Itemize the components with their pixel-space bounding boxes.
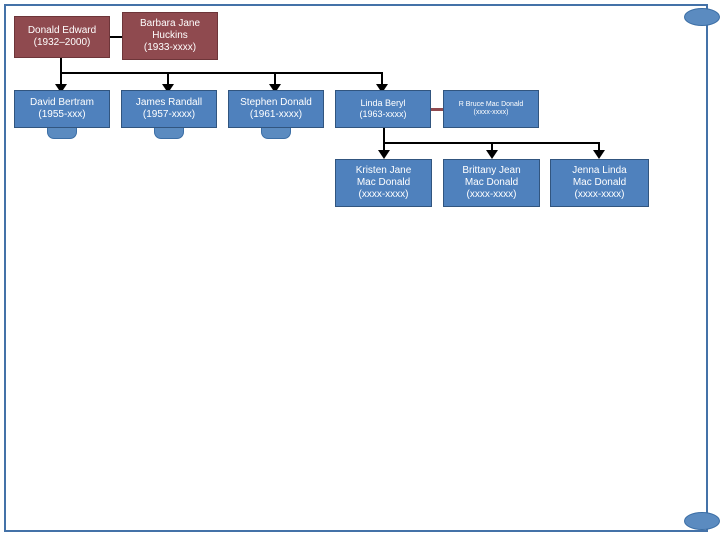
arrow-down-icon	[378, 150, 390, 159]
person-node-r-bruce-macdonald[interactable]: R Bruce Mac Donald (xxxx-xxxx)	[443, 90, 539, 128]
person-name-line1: Kristen Jane	[355, 165, 412, 177]
connector-drop-child	[598, 142, 600, 154]
ellipse-decoration-icon	[684, 512, 720, 530]
person-name-line2: Mac Donald	[356, 177, 411, 189]
node-tab-shape	[47, 128, 77, 139]
connector-sibling-bus	[60, 72, 382, 74]
connector-drop-child	[383, 142, 385, 154]
person-dates: (1961-xxxx)	[249, 109, 303, 120]
node-tab-shape	[154, 128, 184, 139]
arrow-down-icon	[55, 84, 67, 93]
arrow-down-icon	[269, 84, 281, 93]
arrow-down-icon	[162, 84, 174, 93]
person-node-barbara-jane-huckins[interactable]: Barbara Jane Huckins (1933-xxxx)	[122, 12, 218, 60]
person-name: Donald Edward	[27, 25, 97, 37]
person-node-james-randall[interactable]: James Randall (1957-xxxx)	[121, 90, 217, 128]
person-name: Linda Beryl	[360, 98, 406, 109]
arrow-down-icon	[486, 150, 498, 159]
person-dates: (xxxx-xxxx)	[473, 109, 509, 116]
person-name-line1: Barbara Jane	[139, 18, 201, 30]
arrow-down-icon	[593, 150, 605, 159]
person-name: David Bertram	[30, 97, 94, 109]
ellipse-decoration-icon	[684, 8, 720, 26]
person-node-jenna-linda-macdonald[interactable]: Jenna Linda Mac Donald (xxxx-xxxx)	[550, 159, 649, 207]
connector-drop-child	[381, 72, 383, 86]
connector-drop-child	[60, 72, 62, 86]
node-tab-shape	[261, 128, 291, 139]
person-dates: (1932–2000)	[33, 37, 91, 48]
person-node-stephen-donald[interactable]: Stephen Donald (1961-xxxx)	[228, 90, 324, 128]
person-name-line1: Jenna Linda	[572, 165, 627, 177]
person-node-donald-edward[interactable]: Donald Edward (1932–2000)	[14, 16, 110, 58]
person-dates: (xxxx-xxxx)	[574, 188, 625, 200]
person-name-line2: Mac Donald	[572, 177, 627, 189]
person-name-line1: Brittany Jean	[462, 165, 521, 177]
person-name: R Bruce Mac Donald	[458, 100, 524, 108]
connector-drop-parent	[60, 58, 62, 74]
connector-drop-child	[167, 72, 169, 86]
person-name: Stephen Donald	[240, 97, 312, 109]
person-dates: (1957-xxxx)	[142, 109, 196, 120]
connector-drop-parent	[383, 128, 385, 144]
arrow-down-icon	[376, 84, 388, 93]
person-node-brittany-jean-macdonald[interactable]: Brittany Jean Mac Donald (xxxx-xxxx)	[443, 159, 540, 207]
person-dates: (1955-xxx)	[38, 109, 86, 120]
slide-border	[4, 4, 708, 532]
connector-drop-child	[274, 72, 276, 86]
person-node-kristen-jane-macdonald[interactable]: Kristen Jane Mac Donald (xxxx-xxxx)	[335, 159, 432, 207]
person-node-linda-beryl[interactable]: Linda Beryl (1963-xxxx)	[335, 90, 431, 128]
person-dates: (xxxx-xxxx)	[466, 188, 517, 200]
marriage-connector	[110, 36, 122, 38]
connector-drop-child	[491, 142, 493, 154]
person-dates: (xxxx-xxxx)	[358, 188, 409, 200]
person-node-david-bertram[interactable]: David Bertram (1955-xxx)	[14, 90, 110, 128]
person-name: James Randall	[135, 97, 203, 109]
person-name-line2: Mac Donald	[464, 177, 519, 189]
marriage-connector	[431, 108, 443, 111]
person-dates: (1933-xxxx)	[143, 41, 197, 53]
person-dates: (1963-xxxx)	[359, 109, 407, 119]
person-name-line2: Huckins	[152, 30, 188, 42]
